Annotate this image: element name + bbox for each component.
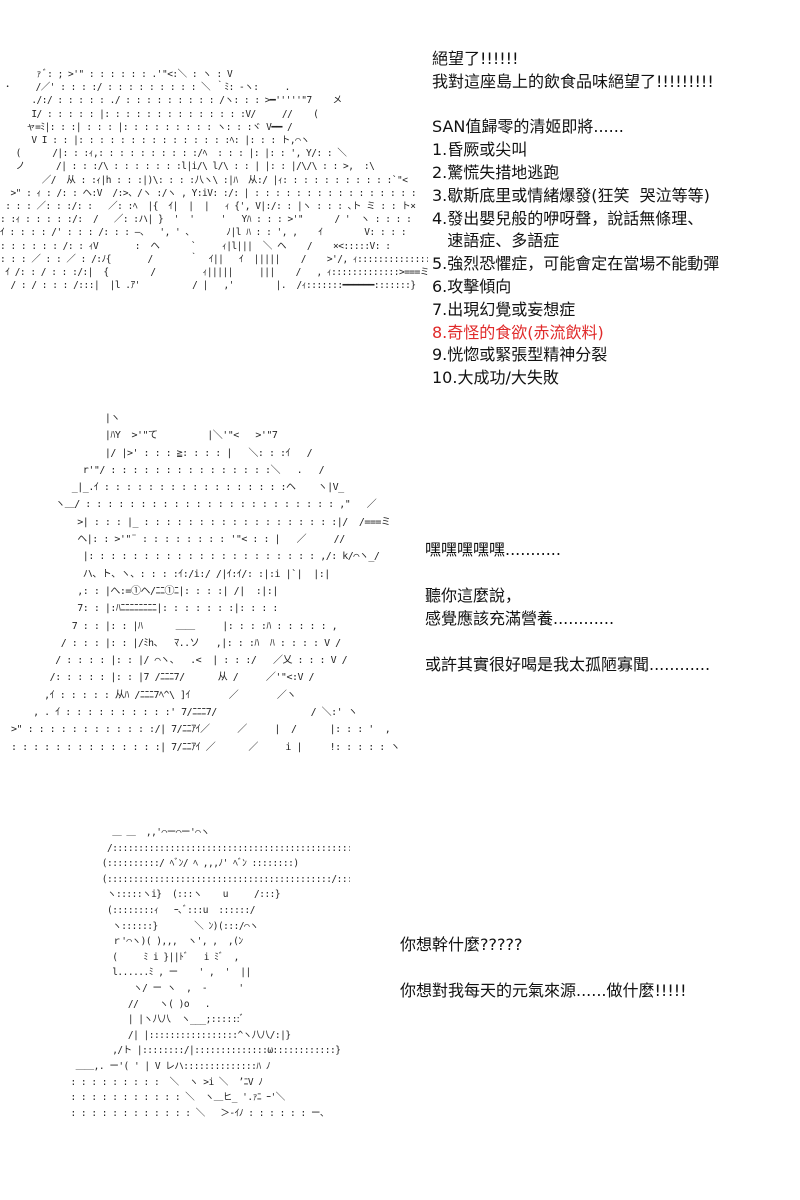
text-line: 感覺應該充滿營養............ <box>425 609 615 628</box>
text-line: 我對這座島上的飲食品味絕望了!!!!!!!!! <box>432 71 714 91</box>
text-line <box>400 956 687 979</box>
panel-1-text: 絕望了!!!!!! 我對這座島上的飲食品味絕望了!!!!!!!!! SAN值歸零… <box>432 48 719 390</box>
text-line: 你想對我每天的元氣來源......做什麼!!!!! <box>400 981 687 1000</box>
text-line: 速語症、多語症 <box>432 231 560 251</box>
panel-2: |ヽ |ﾊY >'"て |＼'"< >'"7 |/ |>' : : : ≧: :… <box>0 405 800 785</box>
text-line <box>432 94 719 117</box>
ascii-art-kiyohime-despair: ｧ ﾞ: ; >'" : : : : : : .'"<:＼ : ヽ : V ･ … <box>0 69 428 292</box>
text-line: 5.強烈恐懼症，可能會定在當場不能動彈 <box>432 254 720 274</box>
text-line: 聽你這麼說， <box>425 586 522 605</box>
text-line: 你想幹什麼????? <box>400 935 523 954</box>
text-line: 2.驚慌失措地逃跑 <box>432 162 560 182</box>
text-line: 3.歇斯底里或情緒爆發(狂笑 哭泣等等) <box>432 185 710 205</box>
text-line: 1.昏厥或尖叫 <box>432 140 528 160</box>
text-line: 9.恍惚或緊張型精神分裂 <box>432 345 608 365</box>
text-line-highlighted: 8.奇怪的食欲(赤流飲料) <box>432 322 604 342</box>
text-line: 絕望了!!!!!! <box>432 49 519 68</box>
text-line: 6.攻擊傾向 <box>432 276 512 296</box>
ascii-art-character-scared: ＿ ＿ ,,'⌒ー⌒ー'⌒ヽ /::::::::::::::::::::::::… <box>70 827 350 1119</box>
panel-1: ｧ ﾞ: ; >'" : : : : : : .'"<:＼ : ヽ : V ･ … <box>0 30 800 400</box>
text-line: 10.大成功/大失敗 <box>432 368 559 388</box>
text-line: 或許其實很好喝是我太孤陋寡聞............ <box>425 655 711 674</box>
ascii-art-kiyohime-smirk: |ヽ |ﾊY >'"て |＼'"< >'"7 |/ |>' : : : ≧: :… <box>11 413 400 753</box>
text-line: 7.出現幻覺或妄想症 <box>432 299 576 319</box>
panel-2-text: 嘿嘿嘿嘿嘿........... 聽你這麼說， 感覺應該充滿營養........… <box>425 538 710 676</box>
text-line <box>425 630 710 653</box>
text-line: 嘿嘿嘿嘿嘿........... <box>425 540 561 559</box>
text-line <box>425 561 710 584</box>
panel-3-text: 你想幹什麼????? 你想對我每天的元氣來源......做什麼!!!!! <box>400 933 687 1002</box>
text-line: 4.發出嬰兒般的咿呀聲，說話無條理、 <box>432 208 704 228</box>
panel-3: ＿ ＿ ,,'⌒ー⌒ー'⌒ヽ /::::::::::::::::::::::::… <box>0 820 800 1180</box>
text-line: SAN值歸零的清姬即將...... <box>432 117 624 137</box>
